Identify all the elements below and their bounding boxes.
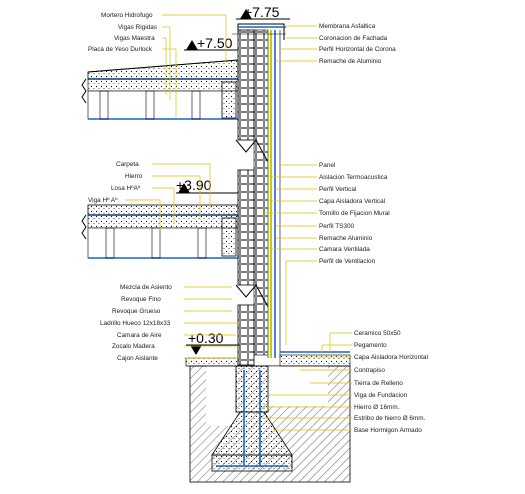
left-callouts: Mortero Hidrofugo Vigas Rigidas Vigas Ma… (88, 12, 240, 362)
callout-label: Vigas Rigidas (118, 24, 157, 31)
parapet (232, 23, 286, 40)
level-upper-label: +7.50 (197, 35, 233, 51)
callout-label: Pegamento (354, 342, 387, 349)
callout-label: Perfil TS300 (319, 223, 354, 230)
callout-label: Zocalo Madera (112, 343, 155, 350)
callout-label: Hierro (125, 173, 143, 180)
callout-label: Hierro Ø 16mm. (354, 404, 400, 411)
foundation-callouts: Ceramico 50x50 Pegamento Capa Aisladora … (262, 330, 428, 434)
callout-label: Estribo de hierro Ø 6mm. (354, 415, 426, 422)
callout-label: Vigas Maestra (114, 35, 155, 42)
callout-label: Tierra de Relleno (354, 380, 403, 387)
callout-label: Revoque Fino (121, 296, 161, 303)
callout-label: Ladrillo Hueco 12x18x33 (100, 320, 171, 327)
callout-label: Placa de Yeso Durlock (88, 46, 153, 53)
callout-label: Perfil de Ventilacion (319, 258, 376, 265)
callout-label: Carpeta (116, 161, 139, 168)
callout-label: Viga de Fundacion (354, 392, 408, 399)
callout-label: Camara de Aire (117, 332, 162, 339)
level-middle-marker (176, 183, 238, 194)
callout-label: Mezcla de Asiento (120, 284, 172, 291)
callout-label: Perfil Horizontal de Corona (319, 46, 396, 53)
level-ground-marker (186, 344, 240, 355)
callout-label: Base Hormigon Armado (354, 427, 422, 434)
callout-label: Mortero Hidrofugo (101, 12, 153, 19)
callout-label: Ceramico 50x50 (354, 330, 401, 337)
foundation (185, 351, 351, 483)
level-ground-label: +0.30 (188, 330, 224, 346)
callout-label: Membrana Asfaltica (319, 23, 376, 30)
callout-label: Cajon Aislante (117, 355, 158, 362)
callout-label: Tornillo de Fijacion Mural (319, 210, 390, 217)
callout-label: Capa Aisladora Vertical (319, 198, 385, 205)
level-upper-marker (184, 40, 238, 51)
callout-label: Remache Aluminio (319, 235, 373, 242)
callout-label: Capa Aisladora Horizontal (354, 354, 428, 361)
middle-slab (81, 204, 239, 259)
right-callouts: Membrana Asfaltica Coronacion de Fachada… (262, 23, 396, 345)
level-middle-label: +3.90 (176, 177, 212, 193)
callout-label: Viga Hº Aº (88, 197, 118, 204)
callout-label: Panel (319, 162, 335, 169)
level-top-label: +7.75 (244, 4, 280, 20)
roof-slab (81, 59, 239, 120)
callout-label: Losa HºAº (111, 185, 141, 192)
callout-label: Contrapiso (354, 367, 385, 374)
callout-label: Revoque Grueso (112, 308, 161, 315)
level-top-marker (236, 9, 290, 20)
callout-label: Perfil Vertical (319, 186, 356, 193)
brick-wall (235, 29, 281, 366)
callout-label: Coronacion de Fachada (319, 35, 388, 42)
callout-label: Aislacion Termoacustica (319, 174, 388, 181)
callout-label: Remache de Aluminio (319, 58, 382, 65)
callout-label: Camara Ventilada (319, 246, 370, 253)
